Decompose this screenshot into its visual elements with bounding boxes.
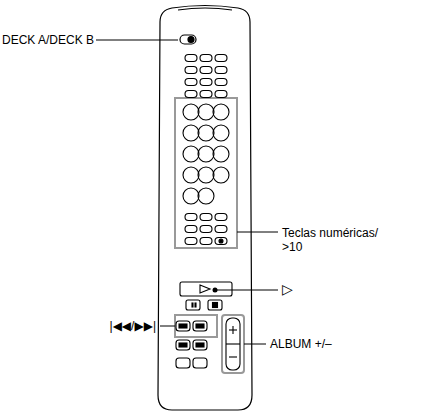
- transport-button: [193, 321, 207, 331]
- small-button: [200, 91, 212, 98]
- transport-button: [193, 340, 207, 350]
- small-button: [185, 214, 197, 221]
- small-button: [185, 91, 197, 98]
- small-button: [185, 238, 197, 245]
- small-button: [200, 79, 212, 86]
- stop-button: [208, 300, 222, 310]
- small-button: [215, 55, 227, 62]
- number-key: [198, 146, 214, 162]
- small-button: [185, 55, 197, 62]
- small-button: [185, 67, 197, 74]
- number-key: [183, 146, 199, 162]
- small-button: [200, 67, 212, 74]
- leader-line: [244, 344, 266, 345]
- number-key: [213, 167, 229, 183]
- part-label: ▷: [282, 282, 293, 296]
- leader-line: [237, 232, 278, 233]
- leader-dot: [213, 288, 218, 293]
- small-button: [200, 226, 212, 233]
- ir-window: [178, 8, 232, 10]
- album-frame: [222, 315, 244, 373]
- leader-line: [96, 40, 178, 41]
- small-button: [215, 79, 227, 86]
- part-label: Teclas numéricas/ >10: [282, 226, 382, 254]
- leader-line: [215, 290, 278, 291]
- leader-line: [160, 326, 175, 327]
- remote-body: [158, 6, 252, 411]
- number-key: [183, 104, 199, 120]
- pause-button: [186, 300, 200, 310]
- small-button: [200, 214, 212, 221]
- number-key: [183, 125, 199, 141]
- small-button: [215, 214, 227, 221]
- number-key: [183, 167, 199, 183]
- number-key: [213, 125, 229, 141]
- deck-switch: [180, 35, 196, 44]
- small-button: [215, 67, 227, 74]
- play-button: [180, 282, 232, 296]
- play-symbol: [200, 285, 210, 293]
- rec-dot: [219, 239, 223, 243]
- skip-frame: [175, 315, 217, 337]
- small-button: [215, 226, 227, 233]
- number-key: [183, 188, 199, 204]
- number-key: [198, 125, 214, 141]
- number-key: [213, 146, 229, 162]
- part-label: ALBUM +/–: [270, 337, 332, 351]
- small-button: [176, 358, 190, 368]
- number-key: [198, 188, 214, 204]
- album-rocker: [226, 318, 240, 370]
- transport-button: [176, 321, 190, 331]
- number-key: [213, 104, 229, 120]
- small-button: [215, 91, 227, 98]
- number-key: [198, 167, 214, 183]
- switch-knob: [188, 37, 194, 43]
- part-label: DECK A/DECK B: [2, 33, 94, 47]
- number-key: [198, 104, 214, 120]
- keypad-frame: [175, 98, 237, 248]
- small-button: [215, 238, 227, 245]
- small-button: [200, 238, 212, 245]
- transport-button: [176, 340, 190, 350]
- small-button: [200, 55, 212, 62]
- part-label: |◀◀/▶▶|: [110, 319, 156, 333]
- small-button: [185, 79, 197, 86]
- small-button: [193, 358, 207, 368]
- small-button: [185, 226, 197, 233]
